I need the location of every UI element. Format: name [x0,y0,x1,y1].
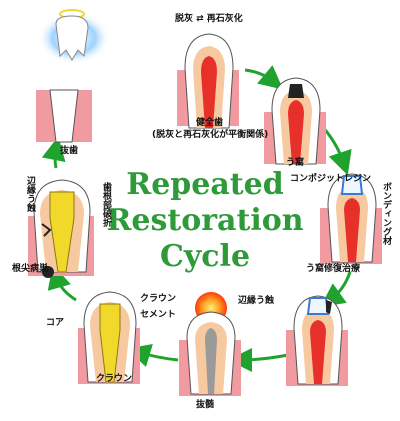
healthy-tooth-label: 健全歯 [196,118,224,128]
arrow-4 [228,347,289,372]
bonding-agent-label: ボンディング材 [381,182,391,245]
pulp-removal-label: 抜髄 [196,400,215,410]
tooth-marginal [286,295,348,386]
title-line-3: Cycle [159,239,251,274]
healthy-tooth-sublabel: (脱灰と再石灰化が平衡関係) [152,130,269,140]
tooth-caries [264,77,326,165]
core-label: コア [46,318,65,328]
composite-resin-label: コンポジットレジン [290,174,372,184]
arrow-6 [47,264,77,302]
arrow-7 [41,136,66,169]
marginal-caries-label: 辺縁う蝕 [238,296,275,306]
crown-material-label: クラウン [140,294,177,304]
crown-stage-label: クラウン [96,374,133,384]
restoration-treatment-label: う窩修復治療 [306,264,361,274]
arrow-1 [244,65,284,90]
tooth-crown [78,291,140,384]
marginal-caries-left-label: 辺縁う蝕 [25,176,35,212]
extraction-label: 抜歯 [60,146,79,156]
cement-label: セメント [140,310,176,320]
arrow-5 [126,343,179,367]
tooth-extracted [38,9,110,64]
title-line-1: Repeated [126,167,284,202]
root-fracture-label: 歯根部破折 [101,182,111,227]
arrow-3 [320,271,352,307]
demineralization-caption: 脱灰 ⇄ 再石灰化 [175,14,243,24]
caries-label: う窩 [286,158,305,168]
tooth-root-fracture [28,179,94,278]
title-line-2: Restoration [106,203,304,238]
apical-lesion-label: 根尖病巣 [12,264,49,274]
tooth-healthy [177,33,239,129]
tooth-resin [320,173,382,264]
tooth-socket [36,89,92,143]
tooth-pulp [179,292,241,396]
